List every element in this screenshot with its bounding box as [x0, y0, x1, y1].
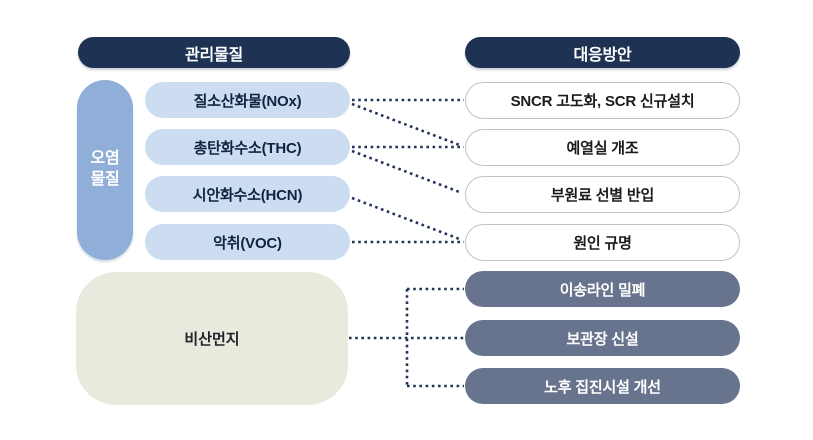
pollutant-hcn-label: 시안화수소(HCN) — [192, 186, 303, 204]
pollutant-hcn: 시안화수소(HCN) — [145, 176, 350, 212]
measure-preheater-retrofit: 예열실 개조 — [465, 129, 740, 166]
header-response-measures-label: 대응방안 — [573, 46, 632, 64]
group-pollutants: 오염 물질 — [77, 80, 133, 260]
measure-sncr-scr: SNCR 고도화, SCR 신규설치 — [465, 82, 740, 119]
pollutant-voc: 악취(VOC) — [145, 224, 350, 260]
measure-new-storage-label: 보관장 신설 — [566, 330, 639, 348]
measure-raw-material-sorting-label: 부원료 선별 반입 — [550, 187, 655, 204]
group-pollutants-line1: 오염 — [90, 150, 120, 168]
fugitive-dust-label: 비산먼지 — [184, 331, 240, 348]
measure-preheater-retrofit-label: 예열실 개조 — [566, 140, 639, 157]
measure-new-storage: 보관장 신설 — [465, 320, 740, 356]
measure-transfer-line-sealing-label: 이송라인 밀폐 — [559, 281, 646, 299]
pollutant-nox: 질소산화물(NOx) — [145, 82, 350, 118]
fugitive-dust-box: 비산먼지 — [76, 272, 348, 405]
measure-dust-collector-improvement: 노후 집진시설 개선 — [465, 368, 740, 404]
measure-dust-collector-improvement-label: 노후 집진시설 개선 — [544, 378, 661, 396]
header-response-measures: 대응방안 — [465, 37, 740, 68]
pollutant-thc: 총탄화수소(THC) — [145, 129, 350, 165]
pollutant-nox-label: 질소산화물(NOx) — [193, 92, 302, 110]
measure-transfer-line-sealing: 이송라인 밀폐 — [465, 271, 740, 307]
header-managed-substances-label: 관리물질 — [184, 46, 244, 64]
measure-raw-material-sorting: 부원료 선별 반입 — [465, 176, 740, 213]
header-managed-substances: 관리물질 — [78, 37, 350, 68]
measure-cause-investigation-label: 원인 규명 — [573, 235, 632, 252]
measure-cause-investigation: 원인 규명 — [465, 224, 740, 261]
pollutant-thc-label: 총탄화수소(THC) — [193, 139, 302, 157]
measure-sncr-scr-label: SNCR 고도화, SCR 신규설치 — [510, 93, 695, 110]
group-pollutants-line2: 물질 — [90, 171, 120, 188]
pollutant-voc-label: 악취(VOC) — [213, 234, 282, 252]
